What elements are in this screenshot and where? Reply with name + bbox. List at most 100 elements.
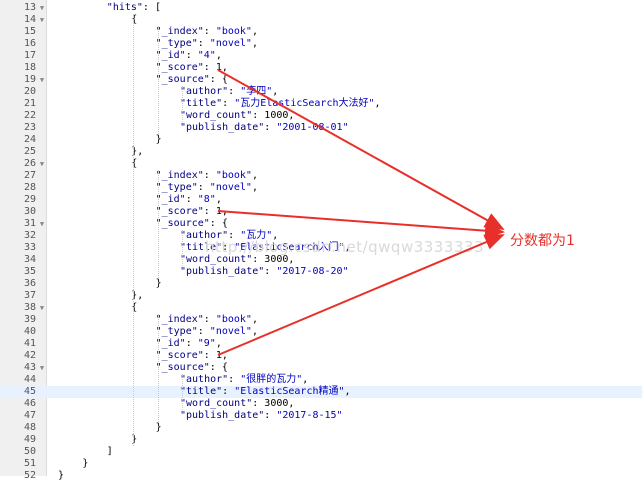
code-text: { [131, 14, 137, 26]
code-text: "word_count": 3000, [180, 254, 294, 266]
code-line: 31▼"_source": { [0, 218, 642, 230]
code-line: 26▼{ [0, 158, 642, 170]
json-punctuation: , [251, 182, 258, 193]
code-line: 22 "word_count": 1000, [0, 110, 642, 122]
line-number: 30 [23, 206, 36, 217]
code-line: 25}, [0, 146, 642, 158]
json-punctuation: }, [131, 290, 144, 301]
json-punctuation: , [302, 374, 309, 385]
code-text: "_source": { [156, 362, 228, 374]
arrow-score-1 [217, 69, 505, 230]
code-line: 34 "word_count": 3000, [0, 254, 642, 266]
json-punctuation: , [221, 350, 228, 361]
line-number: 20 [23, 86, 36, 97]
code-line: 50] [0, 446, 642, 458]
json-punctuation: } [131, 434, 138, 445]
json-punctuation: , [288, 110, 295, 121]
json-number: 1000 [264, 110, 289, 121]
json-punctuation: : { [209, 362, 228, 373]
annotation-label: 分数都为1 [510, 233, 575, 249]
line-number: 47 [23, 410, 36, 421]
json-punctuation: : [252, 398, 265, 409]
json-punctuation: , [221, 62, 228, 73]
code-line: 21"title": "瓦力ElasticSearch大法好", [0, 98, 642, 110]
json-punctuation: : [203, 26, 216, 37]
fold-toggle-icon[interactable]: ▼ [39, 364, 45, 372]
fold-toggle-icon[interactable]: ▼ [39, 304, 45, 312]
line-number: 42 [23, 350, 36, 361]
line-number: 40 [23, 326, 36, 337]
json-punctuation: : [203, 314, 216, 325]
line-number: 22 [23, 110, 36, 121]
code-line: 14▼{ [0, 14, 642, 26]
indent-guide [157, 314, 159, 422]
code-line: 27 "_index": "book", [0, 170, 642, 182]
line-number: 49 [23, 434, 36, 445]
line-number: 36 [23, 278, 36, 289]
json-punctuation: : [264, 266, 277, 277]
line-number: 26 [23, 158, 36, 169]
code-text: "author": "很胖的瓦力", [180, 374, 308, 386]
code-text: "_score": 1, [156, 62, 228, 74]
indent-guide [133, 14, 135, 446]
json-number: 1 [215, 62, 222, 73]
line-number: 27 [23, 170, 36, 181]
json-punctuation: : [185, 50, 198, 61]
json-key: "_id" [155, 194, 186, 205]
code-text: }, [131, 290, 143, 302]
json-key: "_type" [155, 38, 198, 49]
fold-toggle-icon[interactable]: ▼ [39, 220, 45, 228]
line-number: 21 [23, 98, 36, 109]
line-number: 34 [23, 254, 36, 265]
line-number: 50 [23, 446, 36, 457]
code-text: "word_count": 3000, [180, 398, 294, 410]
fold-toggle-icon[interactable]: ▼ [39, 76, 45, 84]
json-string: "很胖的瓦力" [240, 374, 303, 385]
code-text: "_source": { [156, 74, 228, 86]
line-number: 51 [23, 458, 36, 469]
json-punctuation: : [252, 110, 265, 121]
json-key: "word_count" [180, 398, 253, 409]
json-string: "4" [197, 50, 216, 61]
json-string: "ElasticSearch入门" [234, 242, 345, 253]
code-text: "_index": "book", [156, 170, 258, 182]
code-text: "word_count": 1000, [180, 110, 294, 122]
line-number: 15 [23, 26, 36, 37]
line-number: 43 [23, 362, 36, 373]
json-punctuation: : [264, 410, 277, 421]
code-text: "title": "ElasticSearch入门", [180, 242, 351, 254]
code-line: 17"_id": "4", [0, 50, 642, 62]
code-text: } [156, 278, 162, 290]
fold-toggle-icon[interactable]: ▼ [39, 4, 45, 12]
fold-toggle-icon[interactable]: ▼ [39, 16, 45, 24]
json-key: "author" [180, 230, 229, 241]
code-line: 49} [0, 434, 642, 446]
code-text: "publish_date": "2017-8-15" [180, 410, 343, 422]
json-key: "_source" [155, 218, 210, 229]
code-line: 41"_id": "9", [0, 338, 642, 350]
json-punctuation: : [264, 122, 277, 133]
line-number: 48 [23, 422, 36, 433]
line-number: 17 [23, 50, 36, 61]
json-punctuation: : [252, 254, 265, 265]
json-key: "_type" [155, 182, 198, 193]
json-punctuation: : [222, 98, 235, 109]
indent-guide [182, 230, 183, 266]
indent-guide [157, 170, 159, 278]
indent-guide [182, 86, 183, 122]
line-number: 39 [23, 314, 36, 325]
fold-toggle-icon[interactable]: ▼ [39, 160, 45, 168]
code-line: 24} [0, 134, 642, 146]
json-string: "book" [215, 314, 252, 325]
code-text: "_index": "book", [156, 314, 258, 326]
json-string: "book" [215, 26, 252, 37]
json-string: "9" [197, 338, 216, 349]
line-number: 33 [23, 242, 36, 253]
json-number: 3000 [264, 398, 289, 409]
json-punctuation: , [251, 38, 258, 49]
json-punctuation: : [197, 326, 210, 337]
code-line: 23"publish_date": "2001-08-01" [0, 122, 642, 134]
line-number: 28 [23, 182, 36, 193]
json-key: "_index" [155, 314, 204, 325]
